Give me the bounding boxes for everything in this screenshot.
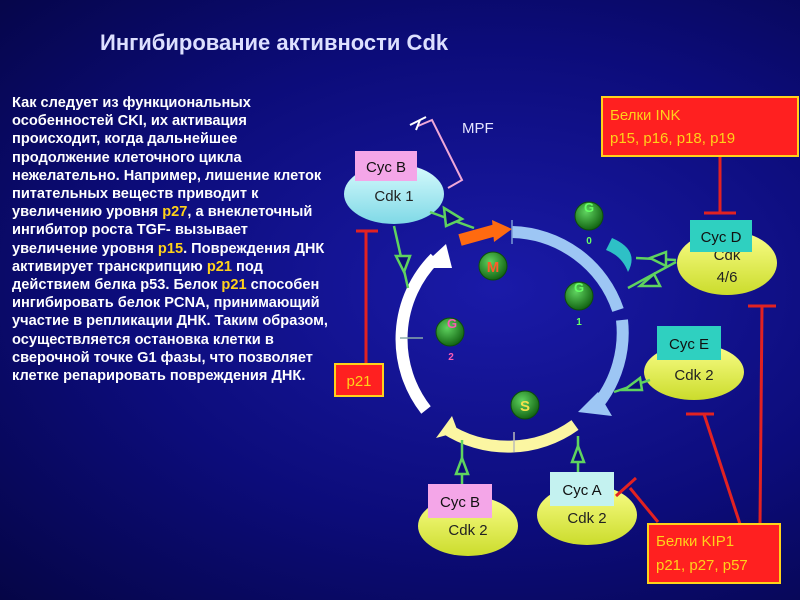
cyce-label: Cyc E xyxy=(669,336,709,353)
cycb-tag xyxy=(355,151,417,181)
kip-box-line2: p21, p27, p57 xyxy=(656,557,748,574)
ink-proteins-box: Белки INK p15, p16, p18, p19 xyxy=(601,96,799,157)
complex-cyce-cdk2: Cyc E Cdk 2 xyxy=(644,326,744,400)
cyce-tag xyxy=(657,326,721,360)
cycle-arrowhead-g2 xyxy=(420,244,452,268)
kip-box-line1: Белки KIP1 xyxy=(656,533,734,550)
explanation-part: , а внеклеточный ингибитор роста TGF- вы… xyxy=(12,204,313,257)
cycle-arc-g1-to-s xyxy=(593,319,629,408)
complex-cyca-cdk2: Cyc A Cdk 2 xyxy=(537,472,637,545)
phase-g0-subscript: 0 xyxy=(586,236,592,247)
p21-box: p21 xyxy=(334,363,384,397)
cdk46-label-line2: 4/6 xyxy=(717,269,738,286)
kip-proteins-box: Белки KIP1 p21, p27, p57 xyxy=(647,523,781,584)
ink-box-line2: p15, p16, p18, p19 xyxy=(610,130,735,147)
ink-box-line1: Белки INK xyxy=(610,107,681,124)
arrow-cdka-to-s-head xyxy=(570,442,586,464)
cycle-arrowhead-s xyxy=(436,416,458,438)
highlight-p27: p27 xyxy=(162,204,188,221)
explanation-part: под действием белка p53. Белок xyxy=(12,258,263,294)
cyca-tag xyxy=(550,472,614,506)
phase-g1-subscript: 1 xyxy=(576,317,582,328)
arrow-cdkd-to-g1-head xyxy=(646,250,668,269)
arrow-cdk1-to-g2-head xyxy=(393,254,412,276)
phase-g1: G 1 xyxy=(564,280,594,328)
kip-to-cdke xyxy=(702,413,742,525)
complex-cycb-cdk1: Cyc B Cdk 1 xyxy=(344,151,444,224)
cycle-arc-g2 xyxy=(395,253,440,414)
arrow-cdk1-to-m-head xyxy=(442,205,465,228)
cycb-label: Cyc B xyxy=(366,159,406,176)
arrow-cdkb2-to-g2-head xyxy=(454,454,470,476)
cycd-tag xyxy=(690,220,752,252)
phase-g0: G 0 xyxy=(574,200,604,247)
cyca-label: Cyc A xyxy=(562,482,601,499)
cycle-arc-m xyxy=(458,224,498,246)
highlight-p21: p21 xyxy=(221,277,247,294)
explanation-part: Как следует из функциональных особенност… xyxy=(12,95,322,221)
p21-box-label: p21 xyxy=(346,373,371,390)
phase-m-label: M xyxy=(487,259,500,276)
highlight-p15: p15 xyxy=(157,240,184,257)
complex-cycd-cdk46: Cdk 4/6 Cyc D xyxy=(677,220,777,295)
kip-to-cdka-bar xyxy=(614,476,638,498)
page-title: Ингибирование активности Cdk xyxy=(100,30,449,55)
arrow-cdke-to-s-head xyxy=(620,375,644,392)
phase-g1-label: G xyxy=(574,280,584,295)
cdk2-label-e: Cdk 2 xyxy=(674,367,713,384)
phase-g2: G 2 xyxy=(435,316,465,363)
g0-crescent-arrow xyxy=(606,238,632,272)
mpf-label: MPF xyxy=(462,120,494,137)
phase-g2-label: G xyxy=(447,316,457,331)
phase-m: M xyxy=(478,251,508,281)
highlight-p21: p21 xyxy=(206,258,232,275)
explanation-part: способен ингибировать белок PCNA, приним… xyxy=(12,277,328,385)
cdk1-label: Cdk 1 xyxy=(374,188,413,205)
arrow-cdkd-to-g1b-head xyxy=(636,272,663,288)
cycb-tag-2 xyxy=(428,484,492,518)
kip-to-cdka xyxy=(628,487,660,523)
phase-s: S xyxy=(510,390,540,420)
kip-to-cdkd xyxy=(758,305,764,525)
cdk2-label-a: Cdk 2 xyxy=(567,510,606,527)
activation-arrows xyxy=(392,205,677,484)
cdk2-label-b: Cdk 2 xyxy=(448,522,487,539)
cycb-label-2: Cyc B xyxy=(440,494,480,511)
phase-s-label: S xyxy=(520,398,530,415)
mpf-bracket: MPF xyxy=(409,116,494,189)
complex-cycb-cdk2: Cyc B Cdk 2 xyxy=(418,484,518,556)
phase-g0-label: G xyxy=(584,200,594,215)
cycle-arrowhead-g1 xyxy=(578,392,612,416)
cycd-label: Cyc D xyxy=(701,229,742,246)
cycle-arc-m-to-g1 xyxy=(511,226,624,313)
cycle-arc-s xyxy=(441,420,579,453)
cycle-arrowhead-m xyxy=(492,220,512,242)
cell-cycle-ring xyxy=(395,220,629,453)
phase-g2-subscript: 2 xyxy=(448,352,454,363)
explanation-text: Как следует из функциональных особенност… xyxy=(12,94,328,385)
explanation-part: . Повреждения ДНК активирует транскрипци… xyxy=(12,240,325,275)
inhibition-lines xyxy=(356,156,776,525)
